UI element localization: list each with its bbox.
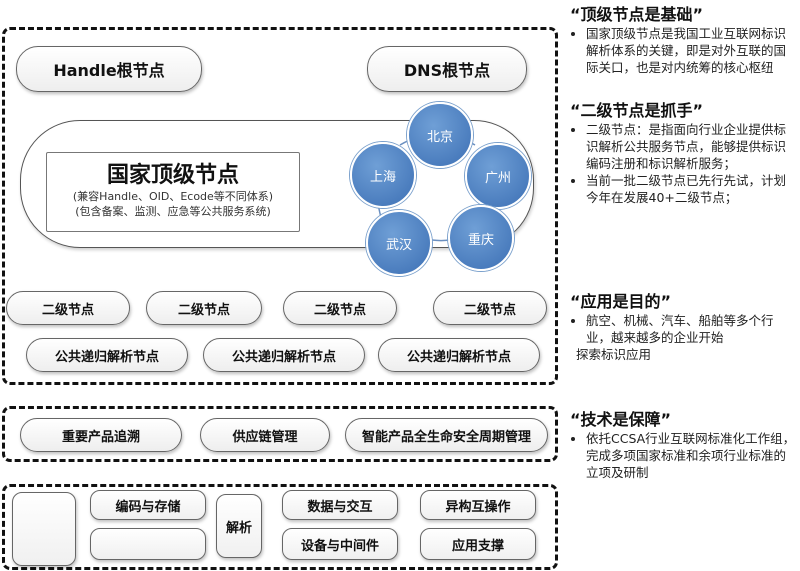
city-node-beijing: 北京 [407,102,473,168]
note-secondary: “二级节点是抓手” 二级节点：是指面向行业企业提供标识解析公共服务节点，能够提供… [570,102,798,206]
recursive-node-1: 公共递归解析节点 [26,338,188,372]
app-product-traceability: 重要产品追溯 [20,418,182,452]
app-supply-chain: 供应链管理 [200,418,330,452]
note-secondary-bullet-1: 二级节点：是指面向行业企业提供标识解析公共服务节点，能够提供标识编码注册和标识解… [586,121,798,172]
secondary-node-4: 二级节点 [433,291,547,325]
note-application: “应用是目的” 航空、机械、汽车、船舶等多个行业，越来越多的企业开始 探索标识应… [570,293,798,363]
national-node-subtitle-2: (包含备案、监测、应急等公共服务系统) [75,205,271,218]
dns-root-node: DNS根节点 [367,46,527,92]
tech-device-middleware: 设备与中间件 [282,528,398,560]
note-top-level-title: “顶级节点是基础” [570,5,704,24]
tech-interoperation: 异构互操作 [420,490,536,520]
secondary-node-3: 二级节点 [283,291,397,325]
recursive-node-3: 公共递归解析节点 [378,338,540,372]
note-application-tail: 探索标识应用 [576,347,652,362]
tech-blank-slot [90,528,206,560]
tech-app-support: 应用支撑 [420,528,536,560]
national-node-subtitle-1: (兼容Handle、OID、Ecode等不同体系) [72,190,274,203]
note-secondary-title: “二级节点是抓手” [570,101,704,120]
handle-root-node: Handle根节点 [16,46,202,92]
tech-data-exchange: 数据与交互 [282,490,398,520]
tech-blank-block [12,492,76,566]
note-technology: “技术是保障” 依托CCSA行业互联网标准化工作组，完成多项国家标准和余项行业标… [570,411,798,481]
city-node-guangzhou: 广州 [465,143,531,209]
national-node-title: 国家顶级节点 [106,163,239,188]
note-technology-bullet: 依托CCSA行业互联网标准化工作组，完成多项国家标准和余项行业标准的立项及研制 [586,430,798,481]
city-node-shanghai: 上海 [350,142,416,208]
note-top-level-bullet: 国家顶级节点是我国工业互联网标识解析体系的关键，即是对外互联的国际关口，也是对内… [586,25,798,76]
secondary-node-2: 二级节点 [146,291,262,325]
note-secondary-bullet-2: 当前一批二级节点已先行先试，计划今年在发展40+二级节点； [586,172,798,206]
national-node-box: 国家顶级节点 (兼容Handle、OID、Ecode等不同体系) (包含备案、监… [46,152,300,232]
app-lifecycle-safety: 智能产品全生命安全周期管理 [345,418,548,452]
secondary-node-1: 二级节点 [6,291,130,325]
note-technology-title: “技术是保障” [570,410,672,429]
note-application-bullet: 航空、机械、汽车、船舶等多个行业，越来越多的企业开始 [586,312,798,346]
note-application-title: “应用是目的” [570,292,672,311]
city-node-chongqing: 重庆 [448,205,514,271]
recursive-node-2: 公共递归解析节点 [203,338,365,372]
city-node-wuhan: 武汉 [366,210,432,276]
tech-parsing: 解析 [216,494,262,558]
tech-encode-storage: 编码与存储 [90,490,206,520]
note-top-level: “顶级节点是基础” 国家顶级节点是我国工业互联网标识解析体系的关键，即是对外互联… [570,6,798,76]
